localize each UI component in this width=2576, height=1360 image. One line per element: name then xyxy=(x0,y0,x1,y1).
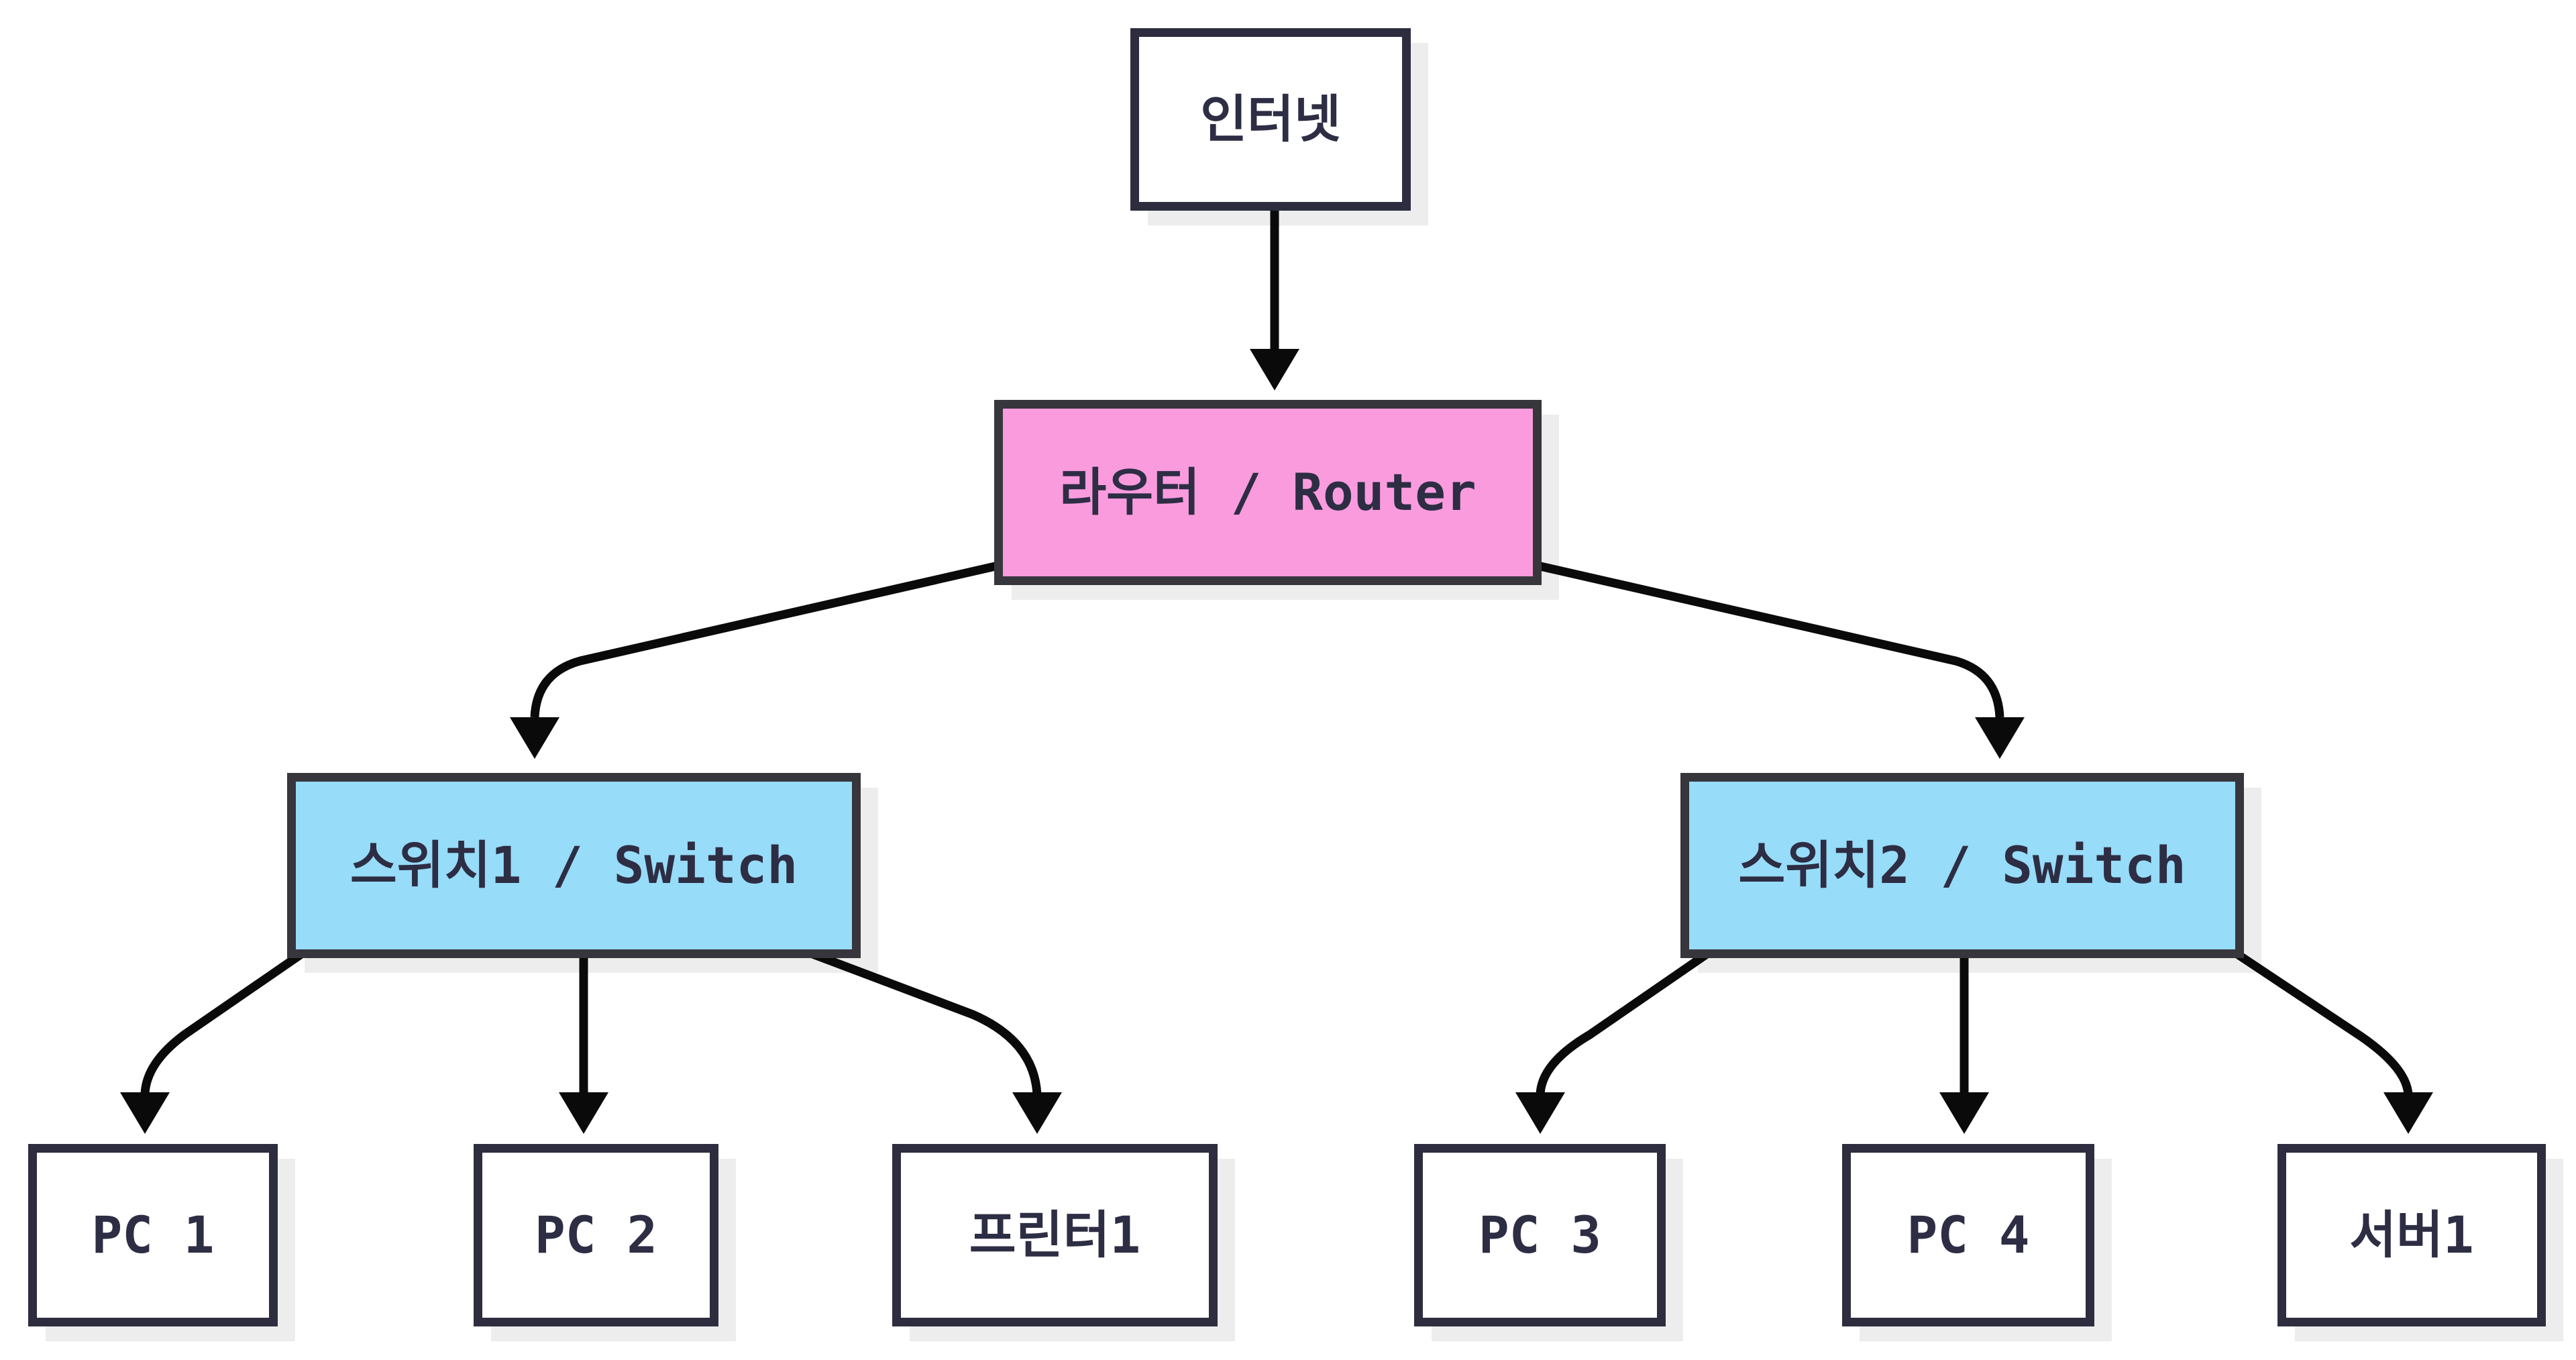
edge-router-switch2-line xyxy=(1521,558,2004,718)
node-printer1: 프린터1 xyxy=(892,1144,1218,1326)
node-pc1: PC 1 xyxy=(28,1144,278,1326)
node-printer1-label: 프린터1 xyxy=(969,1205,1141,1265)
edge-internet-router-arrowhead-icon xyxy=(1250,349,1299,390)
edge-router-switch2-arrowhead-icon xyxy=(1975,717,2025,759)
node-pc1-label: PC 1 xyxy=(91,1205,215,1265)
node-internet: 인터넷 xyxy=(1130,28,1411,211)
node-pc2-label: PC 2 xyxy=(534,1205,658,1265)
node-pc4: PC 4 xyxy=(1842,1144,2094,1326)
edge-switch2-server1-arrowhead-icon xyxy=(2383,1092,2433,1134)
edge-router-switch2 xyxy=(1521,558,2025,759)
node-pc2: PC 2 xyxy=(474,1144,718,1326)
edge-switch2-pc4-arrowhead-icon xyxy=(1939,1092,1989,1134)
node-switch2: 스위치2 / Switch xyxy=(1680,773,2244,958)
node-pc3-label: PC 3 xyxy=(1478,1205,1602,1265)
node-server1: 서버1 xyxy=(2277,1144,2546,1326)
edge-switch2-pc3-arrowhead-icon xyxy=(1515,1092,1565,1134)
edge-router-switch1-line xyxy=(530,558,1014,718)
edge-internet-router xyxy=(1250,211,1299,390)
edge-switch1-pc1-line xyxy=(140,947,308,1096)
node-switch1-label: 스위치1 / Switch xyxy=(350,835,798,895)
node-switch2-label: 스위치2 / Switch xyxy=(1738,835,2186,895)
edge-switch1-printer1-line xyxy=(793,943,1042,1096)
edge-switch2-pc4 xyxy=(1939,956,1989,1134)
edge-router-switch1 xyxy=(510,558,1014,759)
edge-switch2-server1 xyxy=(2224,943,2433,1134)
edge-switch1-printer1 xyxy=(793,943,1062,1134)
edge-switch1-pc1-arrowhead-icon xyxy=(120,1092,170,1134)
node-switch1: 스위치1 / Switch xyxy=(287,773,861,958)
node-router-label: 라우터 / Router xyxy=(1059,462,1477,522)
node-server1-label: 서버1 xyxy=(2349,1205,2474,1265)
edge-switch1-pc2-arrowhead-icon xyxy=(559,1092,608,1134)
node-pc3: PC 3 xyxy=(1414,1144,1666,1326)
edge-router-switch1-arrowhead-icon xyxy=(510,717,559,759)
edge-switch2-pc3 xyxy=(1515,947,1713,1134)
edge-switch2-pc3-line xyxy=(1536,947,1713,1096)
node-pc4-label: PC 4 xyxy=(1907,1205,2030,1265)
node-internet-label: 인터넷 xyxy=(1200,89,1341,149)
node-router: 라우터 / Router xyxy=(994,400,1542,585)
edge-switch1-pc1 xyxy=(120,947,308,1134)
edge-switch2-server1-line xyxy=(2224,943,2413,1096)
edge-switch1-printer1-arrowhead-icon xyxy=(1012,1092,1062,1134)
edge-switch1-pc2 xyxy=(559,956,608,1134)
